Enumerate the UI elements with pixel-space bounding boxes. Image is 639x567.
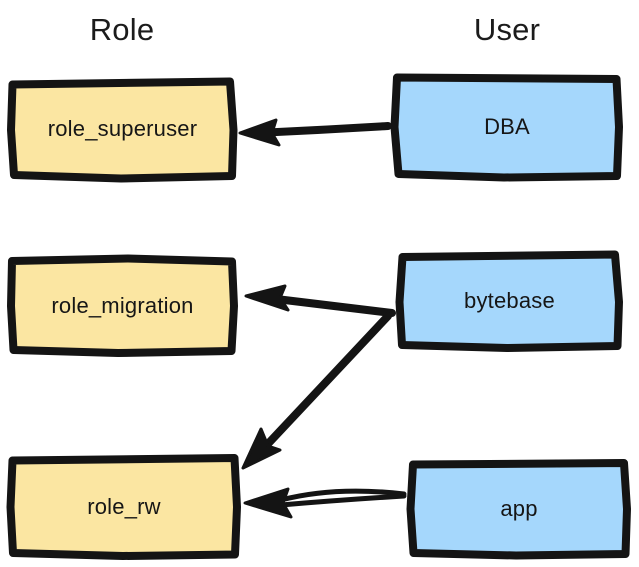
edge-app-to-role-rw[interactable] [243,487,407,519]
node-role-rw[interactable]: role_rw [6,454,241,560]
node-label-role-rw: role_rw [87,493,161,519]
node-shape-bytebase [395,250,623,352]
edge-dba-to-role-superuser[interactable] [238,118,392,147]
column-header-user: User [473,12,541,47]
column-header-role: Role [89,12,155,47]
node-role-superuser[interactable]: role_superuser [7,77,238,183]
node-bytebase[interactable]: bytebase [395,250,623,352]
node-shape-app [406,459,631,560]
node-label-app: app [500,496,538,521]
node-label-role-migration: role_migration [51,292,194,318]
node-role-migration[interactable]: role_migration [7,254,238,357]
edge-bytebase-to-role-rw[interactable] [241,312,392,470]
node-app[interactable]: app [406,459,631,560]
node-label-bytebase: bytebase [464,288,555,313]
node-shape-role-migration [7,254,238,357]
node-dba[interactable]: DBA [390,73,623,182]
node-label-role-superuser: role_superuser [47,116,198,141]
edge-bytebase-to-role-migration[interactable] [244,284,396,317]
node-shape-role-superuser [7,77,238,183]
node-label-dba: DBA [484,113,530,139]
node-shape-dba [390,73,623,182]
node-shape-role-rw [6,454,241,560]
